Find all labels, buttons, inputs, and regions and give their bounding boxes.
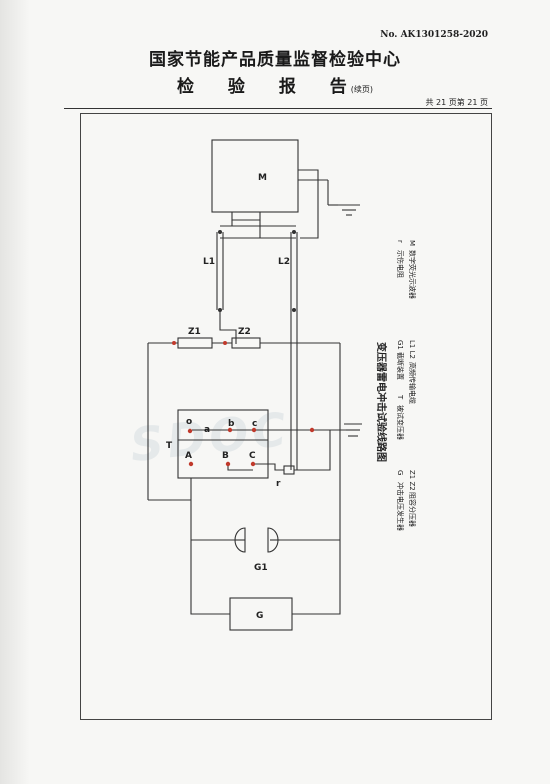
report-title-text: 检 验 报 告 xyxy=(176,77,361,97)
legend-r-text: 示伤电阻 xyxy=(396,250,405,278)
header-rule xyxy=(64,108,492,109)
legend-G-key: G xyxy=(396,470,404,475)
transformer-box xyxy=(177,409,269,479)
label-b: b xyxy=(228,419,235,429)
page-edge xyxy=(0,0,30,784)
organization-title: 国家节能产品质量监督检验中心 xyxy=(149,50,401,70)
label-M: M xyxy=(258,173,267,183)
legend-T-key: T xyxy=(396,394,404,400)
oscilloscope-box xyxy=(211,139,299,213)
spark-gap-right xyxy=(267,527,279,553)
legend-Z-text: 阻容分压器 xyxy=(408,492,417,527)
label-G1: G1 xyxy=(254,563,268,573)
legend-G1-text: 截断装置 xyxy=(396,352,405,380)
label-Z1: Z1 xyxy=(188,327,201,337)
label-L1: L1 xyxy=(203,257,215,267)
legend-L-key: L1 L2 xyxy=(408,340,416,359)
legend-M-key: M xyxy=(408,240,416,246)
legend-r-key: r xyxy=(396,240,404,243)
continued-label: (续页) xyxy=(350,85,373,94)
legend-M-text: 数字荧光示波器 xyxy=(408,250,417,299)
r-resistor xyxy=(283,465,295,475)
z1-resistor xyxy=(177,337,213,349)
legend-L-text: 高频传输电缆 xyxy=(408,362,417,404)
label-r: r xyxy=(276,479,281,489)
spark-gap-left xyxy=(234,527,246,553)
legend-G-text: 冲击电压发生器 xyxy=(396,482,405,531)
legend-T-text: 被试变压器 xyxy=(396,405,405,440)
legend-Z-key: Z1 Z2 xyxy=(408,470,416,491)
label-L2: L2 xyxy=(278,257,290,267)
label-T: T xyxy=(166,441,173,451)
label-G: G xyxy=(256,611,263,621)
label-c: c xyxy=(252,419,257,429)
label-C: C xyxy=(249,451,256,461)
page-info: 共 21 页第 21 页 xyxy=(425,98,488,107)
diagram-title: 变压器雷电冲击试验线路图 xyxy=(375,342,388,462)
label-o: o xyxy=(186,417,192,427)
legend-G1-key: G1 xyxy=(396,340,404,350)
label-a: a xyxy=(204,425,210,435)
connection-dots xyxy=(172,341,315,467)
label-A: A xyxy=(185,451,192,461)
report-title: 检 验 报 告(续页) xyxy=(0,72,550,97)
document-number: No. AK1301258-2020 xyxy=(380,30,488,40)
label-Z2: Z2 xyxy=(238,327,251,337)
label-B: B xyxy=(222,451,229,461)
diagram-frame xyxy=(80,113,492,720)
